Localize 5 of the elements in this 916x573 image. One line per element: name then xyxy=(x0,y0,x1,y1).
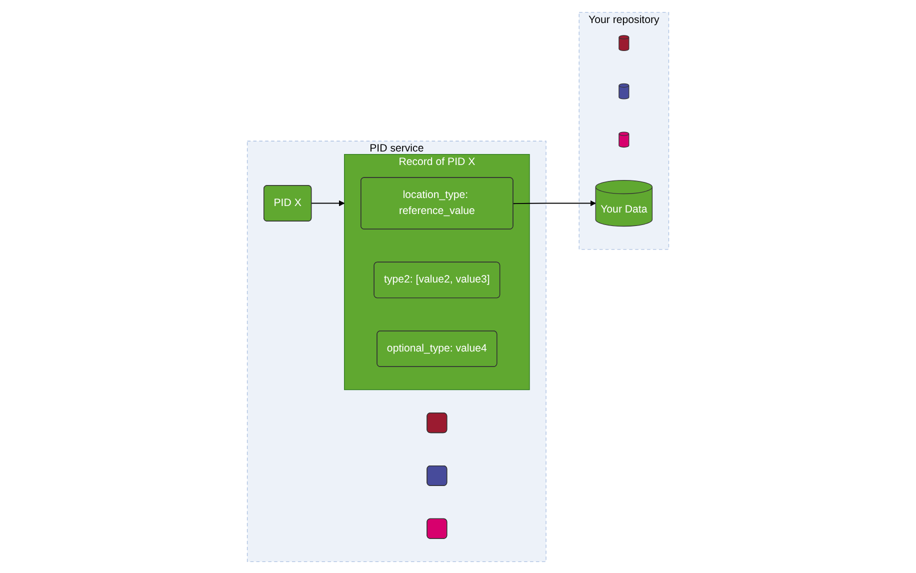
node-cylinder xyxy=(618,131,630,148)
arrow xyxy=(310,200,345,206)
node-cylinder xyxy=(618,82,630,99)
node-cylinder xyxy=(618,34,630,50)
arrow xyxy=(512,200,596,206)
